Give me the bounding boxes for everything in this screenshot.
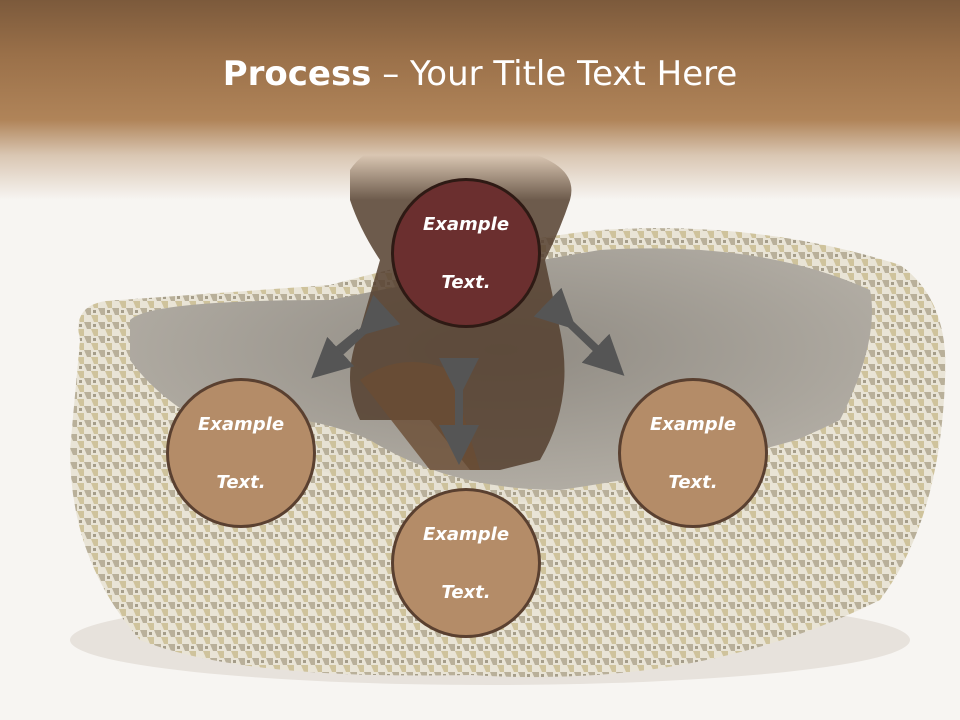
node-left-line2: Text. <box>216 471 266 493</box>
title-rest: – Your Title Text Here <box>371 54 738 94</box>
title-bold: Process <box>222 54 372 94</box>
slide-title: Process – Your Title Text Here <box>0 52 960 96</box>
node-top-line2: Text. <box>441 271 491 293</box>
node-left-line1: Example <box>197 413 285 435</box>
node-right-line2: Text. <box>668 471 718 493</box>
node-bottom-line2: Text. <box>441 581 491 603</box>
arrow-top-right <box>533 287 625 376</box>
node-right-line1: Example <box>649 413 737 435</box>
node-top-line1: Example <box>422 213 510 235</box>
header-band <box>0 0 960 200</box>
node-bottom-line1: Example <box>422 523 510 545</box>
